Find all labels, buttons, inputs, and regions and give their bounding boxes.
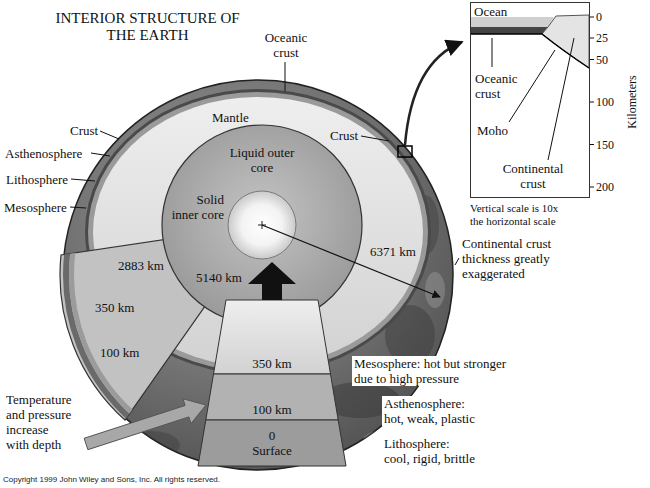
part-label: Liquid outer core [226, 145, 298, 175]
inset-leaders [492, 38, 493, 67]
lithosphere-band [198, 420, 346, 466]
scale-number: 100 [596, 95, 620, 109]
radius-label: 6371 km [370, 244, 425, 259]
depth-label: 5140 km [196, 270, 246, 285]
part-label: Crust [330, 128, 370, 143]
layer-label: Lithosphere [6, 172, 96, 187]
scale-number: 0 [596, 10, 620, 24]
inset-pointer-arrow [405, 42, 462, 145]
scale-number: 50 [596, 53, 620, 67]
mesosphere-band [214, 300, 331, 374]
depth-arrow [84, 399, 206, 450]
depth-wedge [198, 262, 346, 466]
leader-lines [455, 258, 459, 265]
part-label: Mantle [212, 110, 262, 125]
layer-description: Lithosphere: cool, rigid, brittle [382, 436, 479, 466]
leader-lines [71, 179, 95, 181]
crust-inset [470, 2, 594, 198]
inset-leaders [492, 38, 574, 160]
scale-ticks [590, 59, 594, 60]
scale-number: 150 [596, 138, 620, 152]
leader-lines [100, 131, 119, 139]
part-label: Oceanic crust [258, 30, 314, 60]
depth-label: 350 km [95, 300, 145, 315]
depth-label: 0 [222, 428, 322, 443]
up-arrow [248, 262, 296, 300]
leader-lines [285, 62, 286, 91]
note-text: Vertical scale is 10x the horizontal sca… [470, 202, 570, 228]
scale-ticks [590, 102, 594, 103]
scale-number: 25 [596, 31, 620, 45]
surface-texture [425, 272, 445, 308]
note-text: Continental crust thickness greatly exag… [462, 236, 572, 281]
diagram-title: INTERIOR STRUCTURE OF THE EARTH [45, 10, 250, 44]
part-label: Solid inner core [168, 192, 224, 222]
layer-label: Asthenosphere [5, 146, 105, 161]
leader-lines [361, 136, 389, 141]
inset-leaders [548, 38, 574, 160]
leader-lines [70, 62, 459, 265]
scale-ticks [590, 17, 594, 18]
scale-ticks [590, 38, 594, 39]
leader-lines [70, 207, 86, 208]
part-label: Crust [70, 123, 110, 138]
inset-label: Ocean [474, 4, 534, 19]
leader-lines [91, 153, 110, 156]
radius-arrow [262, 225, 440, 297]
depth-label: 100 km [100, 345, 150, 360]
crust-inset-box: OceanOceanic crustMohoContinental crust [470, 2, 590, 198]
layer-description: Mesosphere: hot but stronger due to high… [352, 356, 521, 386]
inset-ground [470, 2, 590, 198]
depth-label: 350 km [222, 356, 322, 371]
inset-label: Oceanic crust [475, 71, 525, 101]
scale-ticks [590, 144, 594, 145]
depth-label: 100 km [222, 402, 322, 417]
asthenosphere-band [206, 374, 338, 420]
scale-ticks [590, 17, 594, 187]
depth-label: Surface [222, 443, 322, 458]
layer-description: Asthenosphere: hot, weak, plastic [382, 396, 486, 426]
inset-label: Moho [477, 123, 527, 138]
axis-label: Kilometers [625, 72, 639, 132]
inset-marker [398, 146, 412, 157]
inset-label: Continental crust [499, 161, 567, 191]
note-text: Temperature and pressure increase with d… [6, 392, 74, 452]
layer-label: Mesosphere [4, 200, 84, 215]
scale-ticks [590, 187, 594, 188]
copyright-note: Copyright 1999 John Wiley and Sons, Inc.… [3, 475, 423, 485]
oceanic-crust-band [471, 27, 548, 34]
scale-number: 200 [596, 180, 620, 194]
depth-label: 2883 km [118, 258, 173, 273]
